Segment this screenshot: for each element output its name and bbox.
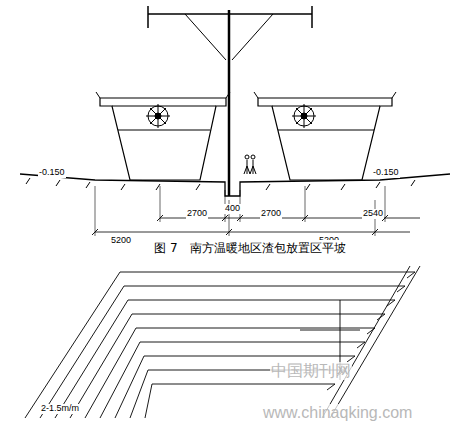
pipe-line (145, 384, 152, 418)
figure-caption: 图 7 南方温暖地区渣包放置区平坡 (152, 240, 347, 257)
dimension-label: -0.150 (372, 168, 400, 178)
watermark: 中国期刊网 (270, 362, 352, 380)
pipe-line (85, 328, 136, 418)
dimension-label: 2700 (186, 209, 208, 219)
pipe-line (300, 330, 360, 331)
pipe-line (140, 342, 365, 343)
dimension-label: 2-1.5m/m (40, 404, 80, 414)
pipe-line (130, 370, 148, 418)
dimension-label: 400 (224, 204, 241, 214)
pipe-line (115, 356, 144, 418)
dimension-label: 2540 (362, 209, 384, 219)
pipe-line (330, 266, 420, 418)
pipe-line (132, 314, 385, 315)
pipe-line (120, 272, 415, 273)
pipe-line (55, 300, 128, 418)
pipe-line (124, 286, 405, 287)
pipe-line (128, 300, 395, 301)
pipe-line (152, 384, 335, 385)
pipe-line (136, 328, 375, 329)
pipe-line (25, 272, 120, 418)
dimension-label: 2700 (260, 209, 282, 219)
dimension-label: 5200 (110, 236, 132, 246)
dimension-label: -0.150 (38, 168, 66, 178)
pipe-line (322, 266, 410, 418)
pipe-line (377, 314, 385, 320)
pipe-line (327, 384, 335, 390)
pipe-line (144, 356, 355, 357)
watermark: www.chinaqking.com (262, 404, 413, 422)
